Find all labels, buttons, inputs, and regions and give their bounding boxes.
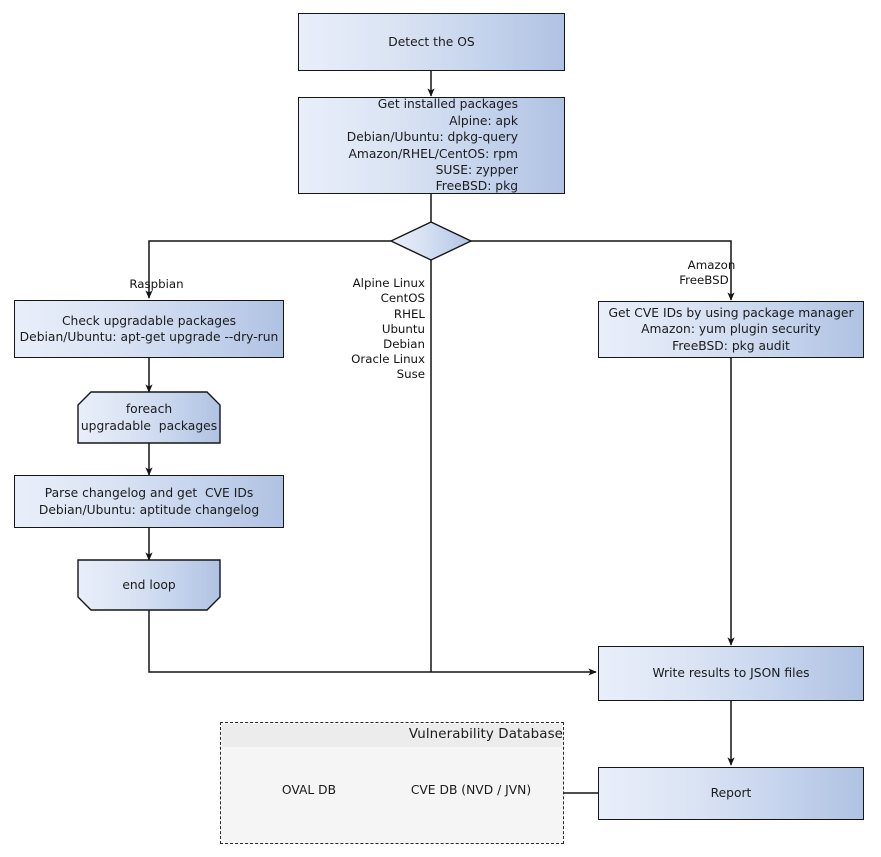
node-detect-the-os[interactable]: Detect the OS	[298, 13, 565, 71]
node-foreach[interactable]: foreach upgradable packages	[78, 392, 220, 443]
node-get-cve-ids-label: Get CVE IDs by using package manager Ama…	[608, 305, 854, 353]
group-vulnerability-database: Vulnerability Database	[220, 722, 564, 844]
node-write-results[interactable]: Write results to JSON files	[598, 646, 864, 701]
cve-db-label: CVE DB (NVD / JVN)	[410, 783, 532, 797]
node-parse-changelog[interactable]: Parse changelog and get CVE IDs Debian/U…	[14, 475, 284, 528]
edge-label-right-distros: Amazon FreeBSD	[679, 258, 736, 288]
node-end-loop-label: end loop	[122, 577, 176, 592]
group-title-label: Vulnerability Database	[408, 727, 563, 742]
node-detect-the-os-label: Detect the OS	[388, 34, 475, 49]
node-check-upgradable-packages[interactable]: Check upgradable packages Debian/Ubuntu:…	[14, 300, 284, 358]
decision-diamond	[389, 221, 473, 261]
node-get-installed-packages-label: Get installed packages Alpine: apk Debia…	[346, 97, 518, 194]
node-check-upgradable-packages-label: Check upgradable packages Debian/Ubuntu:…	[19, 313, 279, 344]
node-write-results-label: Write results to JSON files	[652, 666, 810, 681]
node-foreach-label: foreach upgradable packages	[80, 402, 218, 433]
node-end-loop[interactable]: end loop	[78, 560, 220, 610]
node-get-installed-packages[interactable]: Get installed packages Alpine: apk Debia…	[298, 97, 565, 194]
edge-endloop-to-write	[148, 610, 597, 676]
node-report[interactable]: Report	[598, 767, 864, 820]
edge-label-raspbian: Raspbian	[129, 277, 184, 292]
group-header-band	[222, 724, 562, 747]
edge-label-middle-distros: Alpine Linux CentOS RHEL Ubuntu Debian O…	[351, 276, 425, 382]
node-get-cve-ids[interactable]: Get CVE IDs by using package manager Ama…	[598, 301, 864, 358]
oval-db-label: OVAL DB	[281, 783, 337, 797]
node-report-label: Report	[710, 786, 752, 801]
node-parse-changelog-label: Parse changelog and get CVE IDs Debian/U…	[38, 486, 260, 517]
